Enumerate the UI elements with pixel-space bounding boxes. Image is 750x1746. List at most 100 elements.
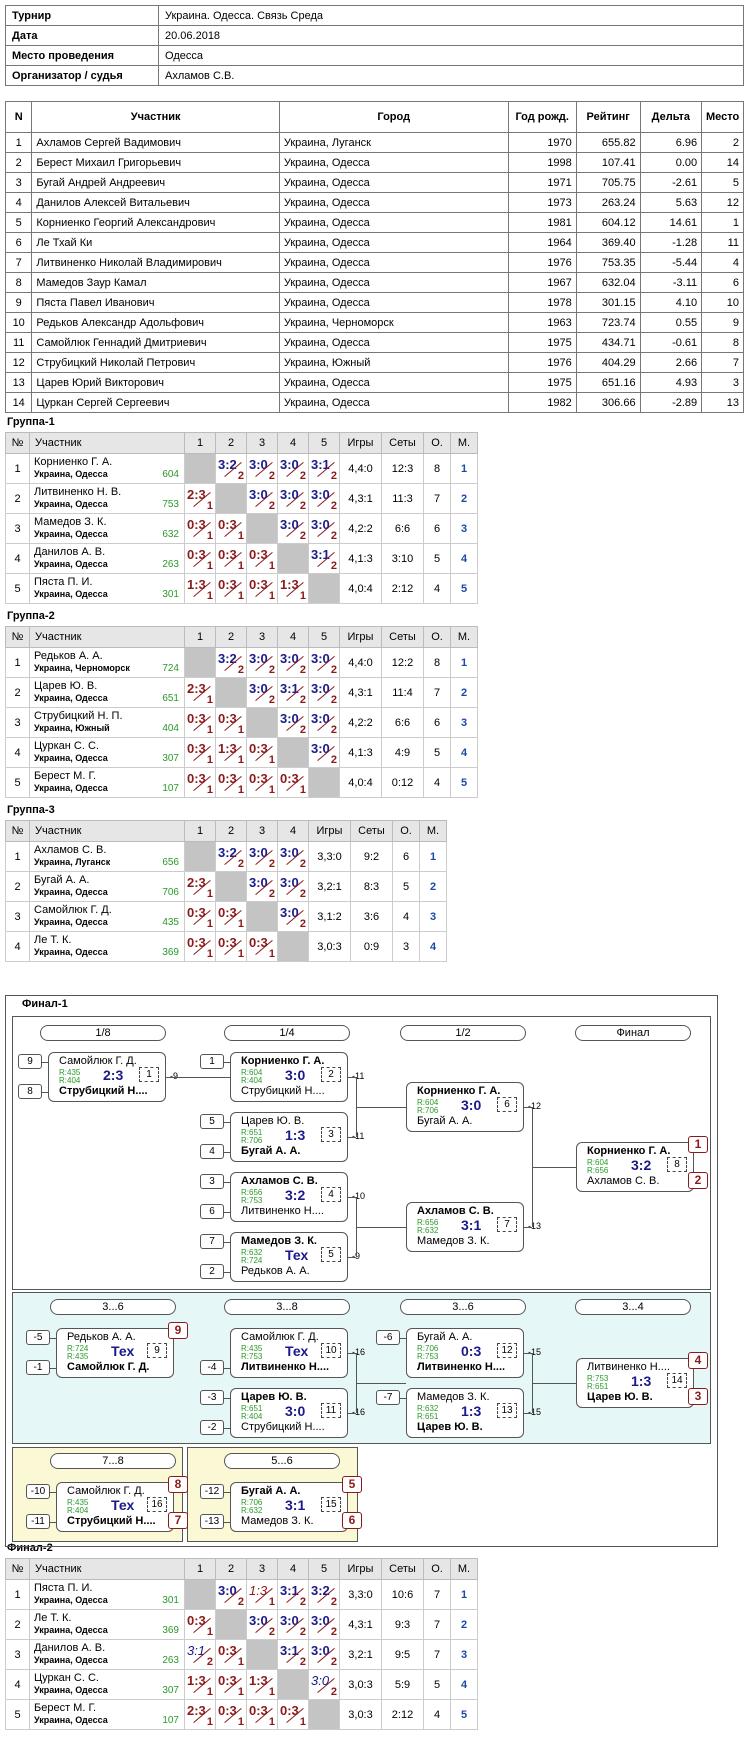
row-number: 1 xyxy=(5,647,30,678)
table-cell: 8 xyxy=(701,332,744,353)
table-cell: Украина, Одесса xyxy=(278,372,509,393)
match-result: 2:3 xyxy=(103,1067,124,1083)
table-cell: 632.04 xyxy=(575,272,641,293)
row-number: 5 xyxy=(5,1699,30,1730)
points-cell: 7 xyxy=(423,1579,451,1610)
column-header: О. xyxy=(423,626,451,648)
column-header: Сеты xyxy=(381,1558,424,1580)
score-points: 1 xyxy=(268,783,275,796)
column-header: 1 xyxy=(184,1558,216,1580)
column-header: N xyxy=(4,101,33,133)
participant-name: Берест М. Г. xyxy=(34,770,97,782)
score-points: 2 xyxy=(268,693,275,706)
participant-rating: 724 xyxy=(162,663,179,674)
row-number: 3 xyxy=(5,1639,30,1670)
place-cell: 4 xyxy=(450,737,478,768)
participant-rating: 107 xyxy=(162,1715,179,1726)
self-cell xyxy=(277,737,309,768)
table-cell: 404.29 xyxy=(575,352,641,373)
match-player-bottom: Струбицкий Н.... xyxy=(59,1085,148,1097)
score-value: 3:0 xyxy=(280,456,299,472)
match-number: 2 xyxy=(321,1067,341,1082)
participant-rating: 404 xyxy=(162,723,179,734)
table-cell: 107.41 xyxy=(575,152,641,173)
score-points: 1 xyxy=(299,589,306,602)
column-header: 2 xyxy=(215,820,247,842)
table-cell: 7 xyxy=(701,352,744,373)
games-cell: 3,0:3 xyxy=(339,1699,382,1730)
score-value: 3:0 xyxy=(249,650,268,666)
score-value: 0:3 xyxy=(218,934,237,950)
score-points: 2 xyxy=(299,529,306,542)
place-box: 5 xyxy=(342,1476,362,1493)
table-cell: Украина, Одесса xyxy=(278,332,509,353)
score-points: 2 xyxy=(268,1625,275,1638)
table-cell: 9 xyxy=(4,292,33,313)
score-points: 1 xyxy=(237,783,244,796)
match-result: Тех xyxy=(285,1343,309,1359)
row-number: 2 xyxy=(5,871,30,902)
place-cell: 4 xyxy=(450,543,478,574)
table-cell: 6.96 xyxy=(639,132,703,153)
sets-cell: 0:12 xyxy=(381,767,424,798)
connector-line xyxy=(348,1077,356,1078)
connector-line xyxy=(224,1062,230,1063)
row-number: 4 xyxy=(5,1669,30,1700)
place-cell: 3 xyxy=(419,901,447,932)
column-header: М. xyxy=(450,1558,478,1580)
table-cell: 6 xyxy=(4,232,33,253)
table-cell: 5.63 xyxy=(639,192,703,213)
place-box: 2 xyxy=(688,1172,708,1189)
table-cell: Цуркан Сергей Сергеевич xyxy=(31,392,280,413)
score-points: 1 xyxy=(237,589,244,602)
table-cell: 1 xyxy=(4,132,33,153)
round-label: 3...8 xyxy=(224,1299,350,1315)
column-header: Сеты xyxy=(350,820,393,842)
info-key: Турнир xyxy=(5,5,159,26)
match-number: 12 xyxy=(497,1343,517,1358)
score-value: 0:3 xyxy=(218,1702,237,1718)
self-cell xyxy=(246,1639,278,1670)
match-rating-bottom: R:656 xyxy=(587,1166,609,1175)
self-cell xyxy=(215,871,247,902)
participant-rating: 301 xyxy=(162,1595,179,1606)
round-label: 7...8 xyxy=(50,1453,176,1469)
match-number: 14 xyxy=(667,1373,687,1388)
score-points: 1 xyxy=(268,1685,275,1698)
score-value: 0:3 xyxy=(280,1702,299,1718)
score-value: 0:3 xyxy=(218,770,237,786)
table-cell: 10 xyxy=(4,312,33,333)
table-cell: Пяста Павел Иванович xyxy=(31,292,280,313)
match-rating-top: R:753 xyxy=(587,1374,609,1383)
table-cell: 1976 xyxy=(507,252,577,273)
column-header: 2 xyxy=(215,432,247,454)
table-cell: Украина, Одесса xyxy=(278,252,509,273)
match-rating-top: R:632 xyxy=(417,1404,439,1413)
table-cell: 0.00 xyxy=(639,152,703,173)
participant-rating: 301 xyxy=(162,589,179,600)
column-header: Город xyxy=(278,101,509,133)
